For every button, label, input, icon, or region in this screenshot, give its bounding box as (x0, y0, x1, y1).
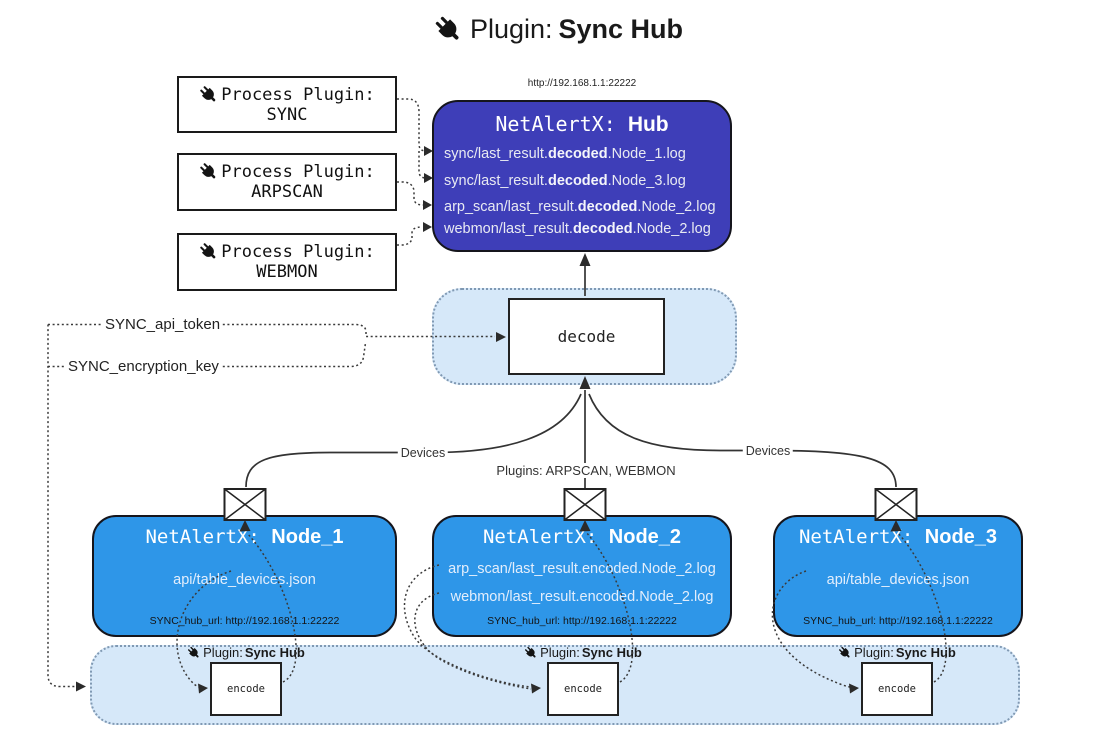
arrow-hub-log3 (423, 200, 432, 210)
node-title-prefix: NetAlertX: (145, 526, 260, 548)
edge-label-devices-left: Devices (397, 446, 449, 460)
hub-log-post: .Node_3.log (607, 173, 686, 189)
process-plugin-label-row: Process Plugin: (199, 162, 375, 182)
plug-icon (838, 645, 853, 660)
node-title-prefix: NetAlertX: (482, 526, 598, 548)
node-hub-url: SYNC_hub_url: http://192.168.1.1:22222 (803, 615, 993, 627)
edge-settings-to-encode-band (47, 324, 76, 688)
hub-log-line: sync/last_result.decoded.Node_1.log (444, 144, 686, 165)
node-title-name: Node_2 (608, 526, 682, 548)
process-plugin-arpscan: Process Plugin: ARPSCAN (177, 153, 397, 211)
plug-icon (199, 84, 220, 105)
arrow-into-hub (579, 253, 591, 266)
edge-label-devices-right: Devices (742, 444, 794, 458)
encode-plugin-name: Sync Hub (581, 645, 642, 660)
encode-plugin-prefix: Plugin: (540, 645, 580, 660)
edge-webmon-to-hub-log4 (397, 226, 423, 246)
node-title: NetAlertX: Node_2 (434, 526, 730, 549)
node-file: webmon/last_result.encoded.Node_2.log (450, 589, 714, 605)
hub-log-bold: decoded (547, 146, 608, 162)
hub-log-bold: decoded (572, 221, 633, 237)
edge-sync-to-hub-log2 (418, 151, 427, 179)
hub-log-pre: arp_scan/last_result. (444, 199, 578, 215)
node-title-name: Node_1 (271, 526, 344, 548)
process-plugin-name: SYNC (266, 104, 308, 125)
edge-arpscan-to-hub-log3 (397, 181, 424, 206)
node-3-box: NetAlertX: Node_3 api/table_devices.json… (773, 515, 1023, 637)
hub-log-post: .Node_2.log (637, 199, 716, 215)
hub-log-line: arp_scan/last_result.decoded.Node_2.log (444, 197, 716, 218)
hub-log-post: .Node_1.log (607, 146, 686, 162)
hub-log-line: sync/last_result.decoded.Node_3.log (444, 171, 686, 192)
page-title-name: Sync Hub (558, 14, 684, 44)
node-file: arp_scan/last_result.encoded.Node_2.log (448, 561, 716, 577)
node-file: api/table_devices.json (173, 572, 316, 588)
hub-title-prefix: NetAlertX: (495, 112, 616, 136)
sync-encryption-key-label: SYNC_encryption_key (66, 358, 221, 375)
hub-log-bold: decoded (547, 173, 608, 189)
hub-box: NetAlertX: Hub sync/last_result.decoded.… (432, 100, 732, 252)
edge-label-plugins: Plugins: ARPSCAN, WEBMON (493, 463, 679, 478)
encode-plugin-label: Plugin: Sync Hub (524, 645, 642, 660)
hub-title-name: Hub (627, 113, 669, 136)
hub-log-pre: sync/last_result. (444, 173, 548, 189)
hub-log-line: webmon/last_result.decoded.Node_2.log (444, 219, 711, 240)
node-hub-url: SYNC_hub_url: http://192.168.1.1:22222 (149, 615, 340, 627)
plug-icon (433, 14, 464, 45)
node-1-box: NetAlertX: Node_1 api/table_devices.json… (92, 515, 397, 637)
process-plugin-name: WEBMON (256, 262, 318, 282)
decode-box: decode (508, 298, 665, 375)
plug-icon (199, 162, 220, 182)
plug-icon (187, 645, 202, 660)
hub-log-pre: sync/last_result. (444, 146, 548, 162)
node-2-box: NetAlertX: Node_2 arp_scan/last_result.e… (432, 515, 732, 637)
page-title: Plugin: Sync Hub (0, 14, 1117, 45)
hub-log-post: .Node_2.log (632, 221, 711, 237)
encode-plugin-name: Sync Hub (244, 645, 305, 660)
process-plugin-label: Process Plugin: (221, 84, 375, 105)
node-title: NetAlertX: Node_3 (775, 526, 1021, 549)
process-plugin-sync: Process Plugin: SYNC (177, 76, 397, 133)
plug-icon (199, 242, 220, 262)
encode-plugin-prefix: Plugin: (854, 645, 894, 660)
process-plugin-name: ARPSCAN (251, 182, 323, 202)
node-title-prefix: NetAlertX: (798, 526, 914, 548)
encode-group-2: Plugin: Sync Hub encode (524, 645, 642, 716)
page-title-prefix: Plugin: (469, 14, 553, 44)
hub-log-pre: webmon/last_result. (444, 221, 573, 237)
arrow-hub-log4 (423, 222, 432, 232)
node-hub-url: SYNC_hub_url: http://192.168.1.1:22222 (487, 615, 677, 627)
sync-api-token-label: SYNC_api_token (103, 316, 223, 333)
encode-group-1: Plugin: Sync Hub encode (187, 645, 305, 716)
encode-plugin-prefix: Plugin: (203, 645, 243, 660)
process-plugin-label: Process Plugin: (221, 162, 375, 182)
hub-title: NetAlertX: Hub (434, 112, 730, 137)
hub-url: http://192.168.1.1:22222 (527, 78, 637, 89)
node-title: NetAlertX: Node_1 (94, 526, 395, 549)
node-title-name: Node_3 (924, 526, 998, 548)
encode-box: encode (547, 662, 619, 716)
node-file: api/table_devices.json (826, 572, 970, 588)
edge-sync-to-hub-log1 (397, 98, 427, 152)
process-plugin-label-row: Process Plugin: (199, 84, 375, 105)
arrow-into-encode-band (76, 681, 86, 692)
plug-icon (524, 645, 539, 660)
process-plugin-label: Process Plugin: (221, 242, 375, 262)
encode-group-3: Plugin: Sync Hub encode (838, 645, 956, 716)
encode-plugin-label: Plugin: Sync Hub (187, 645, 305, 660)
encode-plugin-name: Sync Hub (895, 645, 956, 660)
encode-plugin-label: Plugin: Sync Hub (838, 645, 956, 660)
hub-log-bold: decoded (577, 199, 638, 215)
process-plugin-webmon: Process Plugin: WEBMON (177, 233, 397, 291)
process-plugin-label-row: Process Plugin: (199, 242, 375, 262)
encode-box: encode (210, 662, 282, 716)
encode-box: encode (861, 662, 933, 716)
